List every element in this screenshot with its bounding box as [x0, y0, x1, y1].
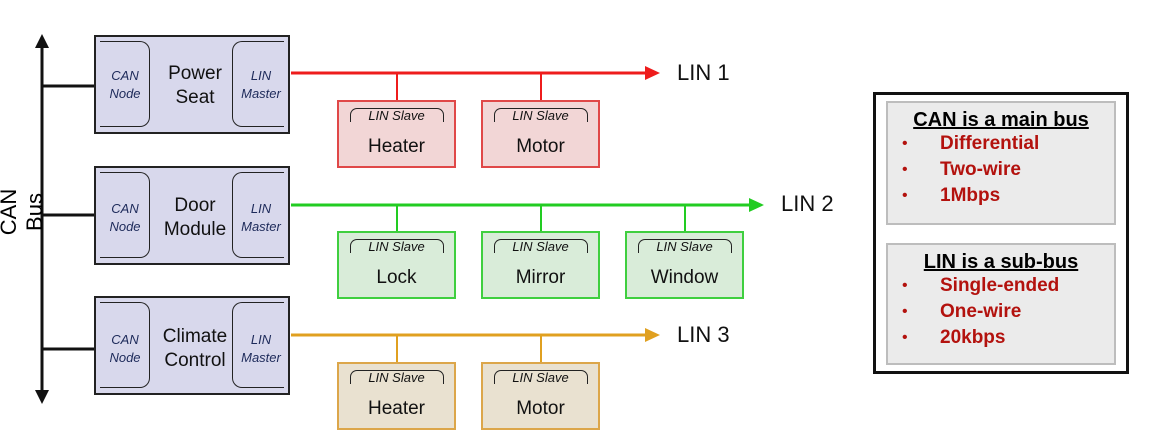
slave-tag: LIN Slave — [512, 239, 569, 254]
slave-name: Window — [650, 267, 719, 288]
lin-slave-lock: LIN Slave Lock — [337, 231, 456, 299]
slave-tag: LIN Slave — [368, 370, 425, 385]
lin-master-label: LIN Master — [241, 201, 281, 234]
bullet-icon: • — [902, 161, 908, 178]
slave-bracket — [350, 239, 444, 253]
can-node-bracket — [100, 172, 150, 258]
bullet-icon: • — [902, 329, 908, 346]
ecu-name: Door Module — [163, 195, 227, 240]
lin-master-bracket — [232, 41, 284, 127]
slave-tag: LIN Slave — [368, 239, 425, 254]
info-panel: CAN is a main bus • Differential • Two-w… — [873, 92, 1129, 374]
bullet-icon: • — [902, 303, 908, 320]
lin3-label: LIN 3 — [677, 322, 730, 347]
slave-name: Motor — [516, 398, 565, 419]
can-bus-label: CAN Bus — [0, 188, 47, 236]
lin-master-bracket — [232, 172, 284, 258]
slave-bracket — [494, 239, 588, 253]
can-node-label: CAN Node — [109, 332, 141, 365]
slave-bracket — [494, 370, 588, 384]
can-bullet-2: • Two-wire — [888, 158, 1114, 184]
can-node-bracket — [100, 41, 150, 127]
lin-info-title: LIN is a sub-bus — [923, 251, 1079, 273]
can-info-card: CAN is a main bus • Differential • Two-w… — [886, 101, 1116, 225]
lin-slave-heater-1: LIN Slave Heater — [337, 100, 456, 168]
lin-point-1: Single-ended — [940, 275, 1060, 296]
ecu-name: Power Seat — [168, 63, 222, 108]
lin-master-label: LIN Master — [241, 68, 281, 101]
slave-name: Lock — [376, 267, 417, 288]
lin-point-3: 20kbps — [940, 327, 1006, 348]
can-point-3: 1Mbps — [940, 185, 1001, 206]
can-bus-arrow-top — [35, 34, 49, 48]
lin-slave-heater-3: LIN Slave Heater — [337, 362, 456, 430]
lin-bullet-3: • 20kbps — [888, 326, 1114, 352]
bullet-icon: • — [902, 277, 908, 294]
can-bullet-1: • Differential — [888, 132, 1114, 158]
lin-bullet-1: • Single-ended — [888, 274, 1114, 300]
bullet-icon: • — [902, 187, 908, 204]
lin-slave-motor-3: LIN Slave Motor — [481, 362, 600, 430]
slave-bracket — [350, 108, 444, 122]
slave-name: Heater — [367, 398, 426, 419]
slave-bracket — [494, 108, 588, 122]
slave-name: Heater — [367, 136, 426, 157]
lin2-label: LIN 2 — [781, 191, 834, 216]
ecu-door-module: CAN Node Door Module LIN Master — [94, 166, 290, 265]
can-bullet-3: • 1Mbps — [888, 184, 1114, 210]
slave-tag: LIN Slave — [512, 108, 569, 123]
slave-bracket — [638, 239, 732, 253]
can-node-label: CAN Node — [109, 68, 141, 101]
lin-slave-motor-1: LIN Slave Motor — [481, 100, 600, 168]
slave-name: Mirror — [515, 267, 566, 288]
bullet-icon: • — [902, 135, 908, 152]
can-node-bracket — [100, 302, 150, 388]
can-node-label: CAN Node — [109, 201, 141, 234]
lin-point-2: One-wire — [940, 301, 1022, 322]
lin-bullet-2: • One-wire — [888, 300, 1114, 326]
lin1-arrow — [645, 66, 660, 80]
ecu-power-seat: CAN Node Power Seat LIN Master — [94, 35, 290, 134]
ecu-climate-control: CAN Node Climate Control LIN Master — [94, 296, 290, 395]
can-info-title: CAN is a main bus — [913, 109, 1089, 131]
lin-info-card: LIN is a sub-bus • Single-ended • One-wi… — [886, 243, 1116, 365]
lin2-arrow — [749, 198, 764, 212]
ecu-name: Climate Control — [162, 326, 228, 371]
slave-tag: LIN Slave — [368, 108, 425, 123]
slave-tag: LIN Slave — [512, 370, 569, 385]
lin-master-bracket — [232, 302, 284, 388]
slave-bracket — [350, 370, 444, 384]
can-bus-arrow-bottom — [35, 390, 49, 404]
lin-slave-mirror: LIN Slave Mirror — [481, 231, 600, 299]
slave-tag: LIN Slave — [656, 239, 713, 254]
lin-slave-window: LIN Slave Window — [625, 231, 744, 299]
lin1-label: LIN 1 — [677, 60, 730, 85]
lin-master-label: LIN Master — [241, 332, 281, 365]
slave-name: Motor — [516, 136, 565, 157]
can-point-1: Differential — [940, 133, 1040, 154]
lin3-arrow — [645, 328, 660, 342]
can-point-2: Two-wire — [940, 159, 1021, 180]
